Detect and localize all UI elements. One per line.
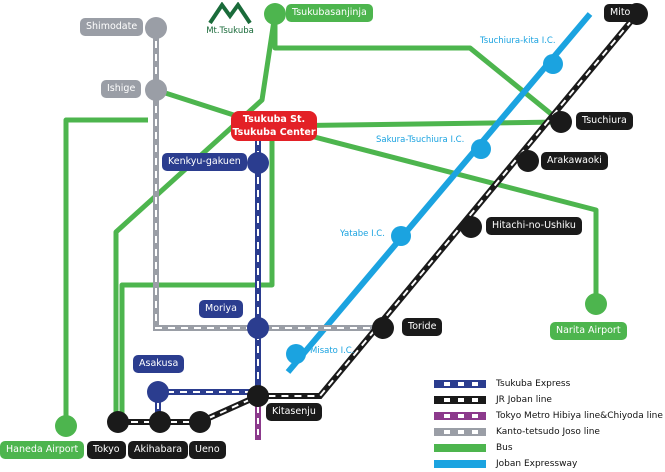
legend-item: Tsukuba Express	[432, 376, 665, 392]
legend-item: Kanto-tetsudo Joso line	[432, 424, 665, 440]
label-ic-tsuchiura-kita: Tsuchiura-kita I.C.	[480, 36, 556, 46]
legend: Tsukuba Express JR Joban line Tokyo Metr…	[432, 376, 665, 472]
station-dot-tsuchiura	[550, 111, 572, 133]
stations	[55, 3, 648, 437]
legend-label: Bus	[496, 443, 513, 453]
interchanges	[286, 54, 563, 364]
bus-route-akihabara-center	[119, 126, 275, 426]
station-dot-kenkyu-gakuen	[247, 152, 269, 174]
label-asakusa[interactable]: Asakusa	[133, 355, 185, 373]
tsukuba-center-label[interactable]: Tsukuba St. Tsukuba Center	[231, 111, 317, 141]
station-dot-ueno	[189, 411, 211, 433]
station-dot-arakawaoki	[517, 150, 539, 172]
label-shimodate[interactable]: Shimodate	[80, 18, 144, 36]
label-tsuchiura[interactable]: Tsuchiura	[576, 112, 633, 130]
label-tokyo[interactable]: Tokyo	[87, 441, 126, 459]
legend-item: Tokyo Metro Hibiya line&Chiyoda line	[432, 408, 665, 424]
station-dot-haneda-airport	[55, 415, 77, 437]
label-haneda-airport[interactable]: Haneda Airport	[0, 441, 85, 459]
label-toride[interactable]: Toride	[402, 318, 443, 336]
mountain-icon	[208, 1, 252, 25]
ic-dot-sakura-tsuchiura	[471, 139, 491, 159]
legend-label: Joban Expressway	[496, 459, 578, 469]
legend-swatch	[434, 428, 486, 436]
label-kenkyu-gakuen[interactable]: Kenkyu-gakuen	[162, 153, 247, 171]
station-dot-hitachi-no-ushiku	[460, 216, 482, 238]
legend-item: Bus	[432, 440, 665, 456]
legend-swatch	[434, 380, 486, 388]
label-moriya[interactable]: Moriya	[199, 300, 243, 318]
legend-label: Tokyo Metro Hibiya line&Chiyoda line	[496, 411, 663, 421]
mt-tsukuba: Mt.Tsukuba	[202, 1, 258, 36]
label-akihabara[interactable]: Akihabara	[128, 441, 189, 459]
station-dot-shimodate	[145, 17, 167, 39]
station-dot-toride	[372, 317, 394, 339]
tsukuba-express-line	[155, 126, 261, 422]
station-dot-kitasenju	[247, 385, 269, 407]
label-ic-sakura-tsuchiura: Sakura-Tsuchiura I.C.	[376, 135, 465, 145]
legend-item: JR Joban line	[432, 392, 665, 408]
station-dot-asakusa	[147, 381, 169, 403]
legend-label: Kanto-tetsudo Joso line	[496, 427, 600, 437]
legend-swatch	[434, 396, 486, 404]
legend-label: JR Joban line	[496, 395, 552, 405]
station-dot-ishige	[145, 79, 167, 101]
mountain-name: Mt.Tsukuba	[206, 26, 254, 36]
legend-label: Tsukuba Express	[496, 379, 571, 389]
label-arakawaoki[interactable]: Arakawaoki	[541, 152, 608, 170]
label-mito[interactable]: Mito	[604, 4, 637, 22]
label-ueno[interactable]: Ueno	[189, 441, 226, 459]
legend-item: Joban Expressway	[432, 456, 665, 472]
label-hitachi-no-ushiku[interactable]: Hitachi-no-Ushiku	[486, 217, 582, 235]
joban-expressway-line	[285, 12, 593, 374]
label-ishige[interactable]: Ishige	[101, 80, 142, 98]
joso-line	[153, 28, 383, 331]
station-dot-tsukubasanjinja	[264, 3, 286, 25]
label-narita-airport[interactable]: Narita Airport	[550, 322, 627, 340]
bus-route-tsukubasan-tsuchiura	[272, 14, 563, 124]
legend-swatch	[434, 412, 486, 420]
label-ic-yatabe: Yatabe I.C.	[340, 229, 385, 239]
label-tsukubasanjinja[interactable]: Tsukubasanjinja	[286, 4, 373, 22]
ic-dot-yatabe	[391, 226, 411, 246]
legend-swatch	[434, 460, 486, 468]
ic-dot-tsuchiura-kita	[543, 54, 563, 74]
station-dot-tokyo	[107, 411, 129, 433]
legend-swatch	[434, 444, 486, 452]
station-dot-moriya	[247, 317, 269, 339]
ic-dot-misato	[286, 344, 306, 364]
label-ic-misato: Misato I.C.	[310, 346, 355, 356]
center-line2: Tsukuba Center	[232, 127, 316, 138]
station-dot-akihabara	[149, 411, 171, 433]
center-line1: Tsukuba St.	[242, 114, 306, 125]
station-dot-narita-airport	[585, 293, 607, 315]
label-kitasenju[interactable]: Kitasenju	[266, 403, 322, 421]
bus-route-narita	[271, 123, 599, 304]
bus-route-haneda	[63, 117, 148, 426]
